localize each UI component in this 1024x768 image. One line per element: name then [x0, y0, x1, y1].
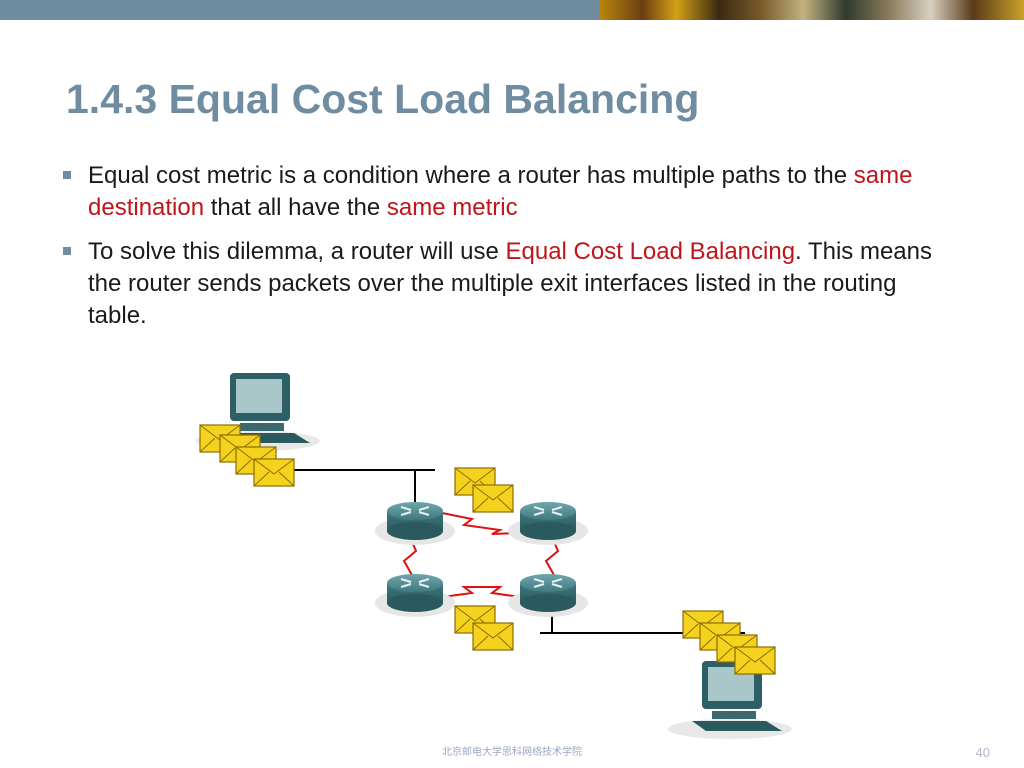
bullet-square-icon: [63, 247, 71, 255]
page-number: 40: [975, 745, 990, 760]
router-bottom-right: [507, 573, 589, 618]
bullet-text: . This means the router sends packets ov…: [88, 238, 932, 329]
router-top-right: [507, 501, 589, 546]
envelope-group-top-path: [454, 467, 514, 513]
bullet-text: that all have the: [204, 194, 387, 221]
bullet-text: Equal cost metric is a condition where a…: [88, 162, 854, 189]
bullet-item: Equal cost metric is a condition where a…: [60, 160, 940, 224]
slide-title: 1.4.3 Equal Cost Load Balancing: [66, 76, 700, 122]
router-bottom-left: [374, 573, 456, 618]
bullet-text: To solve this dilemma, a router will use: [88, 238, 506, 265]
highlight-text: same metric: [386, 194, 518, 221]
network-diagram: [196, 373, 792, 739]
footer-text: 北京邮电大学思科网络技术学院: [442, 747, 582, 758]
bullet-list: Equal cost metric is a condition where a…: [60, 160, 940, 344]
bullet-square-icon: [63, 171, 71, 179]
envelope-group-bottom-path: [454, 605, 514, 651]
highlight-text: same destination: [88, 162, 913, 221]
router-top-left: [374, 501, 456, 546]
highlight-text: Equal Cost Load Balancing: [505, 238, 796, 265]
bullet-item: To solve this dilemma, a router will use…: [60, 236, 940, 332]
header-photo-strip: [600, 0, 1024, 20]
